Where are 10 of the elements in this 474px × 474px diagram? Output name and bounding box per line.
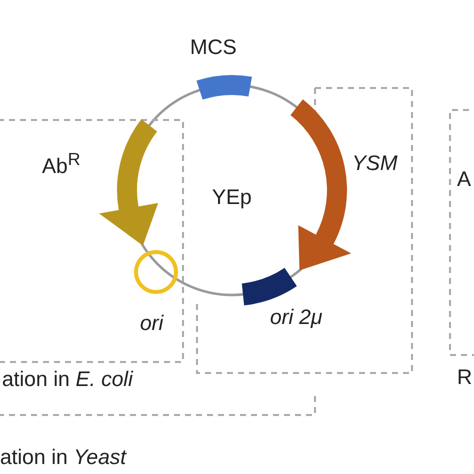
part-label: ori 2μ <box>270 306 322 330</box>
plasmid-name: YEp <box>212 186 252 210</box>
part-label: ation in E. coli <box>2 368 133 392</box>
part-label: ation in Yeast <box>0 446 126 470</box>
part-label: R <box>457 366 472 390</box>
part-label: MCS <box>190 36 237 60</box>
part-label: A <box>457 168 472 192</box>
part-label: YSM <box>352 152 398 176</box>
part-label: ori <box>140 312 164 336</box>
part-label: Ab$^{R}$ <box>42 150 80 178</box>
